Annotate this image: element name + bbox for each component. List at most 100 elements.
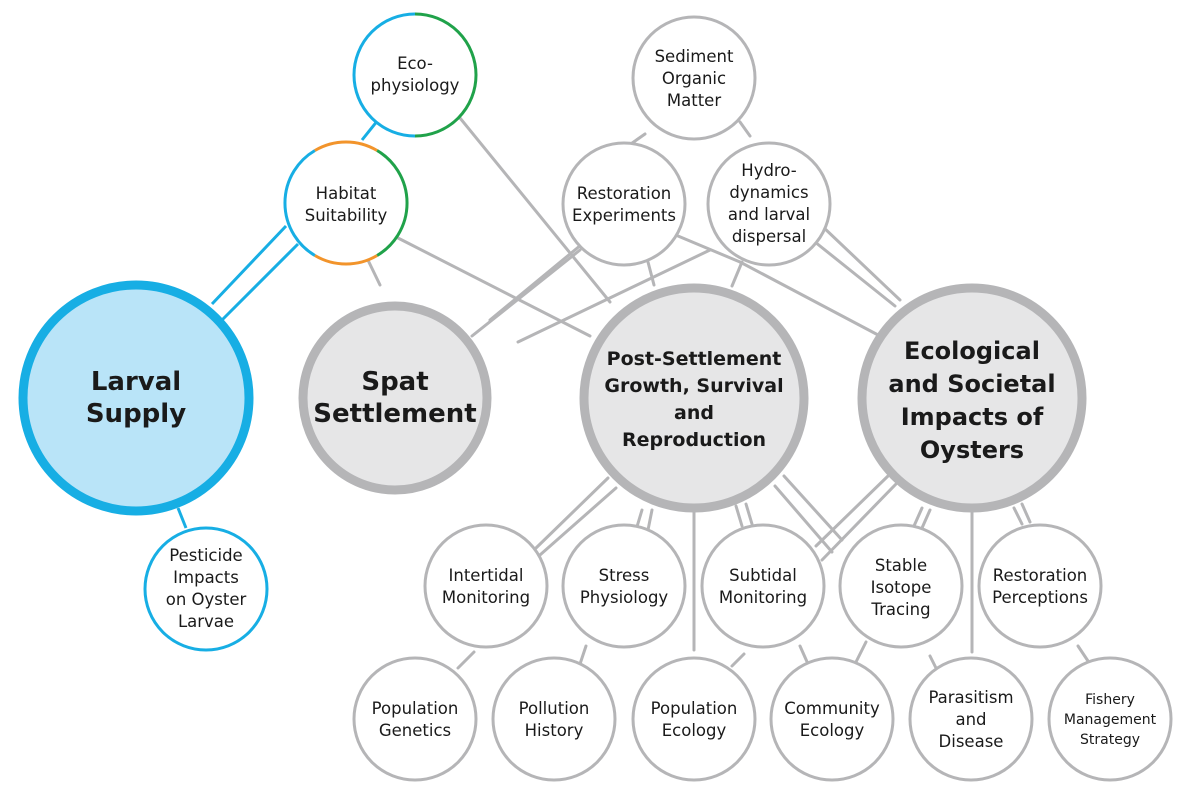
ecological-impacts-circle <box>857 283 1087 513</box>
population-genetics-label-line: Population <box>371 699 459 718</box>
population-ecology-label-line: Ecology <box>661 721 727 740</box>
habitat-ring-green <box>376 149 409 257</box>
sediment-label-line: Matter <box>666 91 722 110</box>
population-genetics-label-line: Genetics <box>378 721 452 740</box>
community-ecology-label-line: Community <box>784 699 880 718</box>
hydrodynamics-label-line: and larval <box>727 205 811 224</box>
intertidal-circle <box>423 523 549 649</box>
habitat-ring-orange-top <box>314 140 378 152</box>
post-settlement-label-line: Growth, Survival <box>604 375 784 397</box>
hydrodynamics-circle <box>706 141 832 267</box>
habitat-suitability-label-line: Habitat <box>315 184 377 203</box>
sediment-circle <box>631 15 757 141</box>
ecological-impacts-label-line: Ecological <box>904 337 1040 365</box>
subtidal-circle <box>700 523 826 649</box>
larval-supply-label-line: Supply <box>85 399 187 429</box>
spat-settlement-label-line: Spat <box>361 367 429 397</box>
fishery-circle <box>1047 656 1173 782</box>
habitat-ring-orange-bottom <box>314 254 378 266</box>
intertidal-label-line: Intertidal <box>448 566 524 585</box>
stable-isotope-label-line: Isotope <box>870 578 932 597</box>
restoration-perceptions-circle <box>977 523 1103 649</box>
ecological-impacts-label-line: Oysters <box>919 436 1025 464</box>
community-ecology-circle <box>769 656 895 782</box>
population-genetics-circle <box>352 656 478 782</box>
hydrodynamics-label-line: dispersal <box>731 227 807 246</box>
eco-physiology-ring-green <box>414 12 478 138</box>
pollution-history-circle <box>491 656 617 782</box>
minor-nodes <box>352 15 1173 782</box>
parasitism-circle <box>908 656 1034 782</box>
fishery-label-line: Management <box>1063 712 1157 728</box>
major-nodes <box>18 280 1087 516</box>
restoration-experiments-label-line: Experiments <box>572 206 676 225</box>
restoration-experiments-label-line: Restoration <box>576 184 672 203</box>
post-settlement-circle <box>579 283 809 513</box>
sediment-label-line: Organic <box>661 69 727 88</box>
post-settlement-label-line: Reproduction <box>621 429 767 451</box>
spat-settlement-label-line: Settlement <box>313 399 477 429</box>
community-ecology-label-line: Ecology <box>799 721 865 740</box>
colored-nodes <box>143 12 478 652</box>
restoration-experiments-circle <box>561 141 687 267</box>
stable-isotope-circle <box>838 523 964 649</box>
pesticide-label-line: Impacts <box>173 568 239 587</box>
stable-isotope-label-line: Stable <box>874 556 928 575</box>
population-ecology-label-line: Population <box>650 699 738 718</box>
pesticide-label-line: Larvae <box>177 612 235 631</box>
eco-physiology-label: Eco-physiology <box>360 50 470 100</box>
ecological-impacts-label-line: Impacts of <box>900 403 1044 431</box>
pesticide-label-line: on Oyster <box>165 590 247 609</box>
larval-supply-circle <box>18 280 254 516</box>
stress-physiology-label-line: Physiology <box>579 588 669 607</box>
hydrodynamics-label: Hydro-dynamics and larval dispersal <box>709 158 829 250</box>
ecological-impacts-label-line: and Societal <box>888 370 1056 398</box>
eco-physiology-label-line: Eco- <box>397 54 433 73</box>
sediment-label-line: Sediment <box>654 47 734 66</box>
subtidal-label-line: Subtidal <box>729 566 797 585</box>
hydrodynamics-label-line: dynamics <box>729 183 809 202</box>
parasitism-label-line: and <box>955 710 987 729</box>
restoration-perceptions-label-line: Perceptions <box>992 588 1088 607</box>
pollution-history-label-line: History <box>524 721 584 740</box>
pollution-history-label-line: Pollution <box>518 699 590 718</box>
habitat-suitability-label-line: Suitability <box>304 206 388 225</box>
stress-physiology-circle <box>561 523 687 649</box>
connector-lines <box>364 116 1092 670</box>
fishery-label-line: Fishery <box>1085 692 1135 708</box>
eco-physiology-ring-blue <box>352 12 416 138</box>
spat-settlement-circle <box>298 301 492 495</box>
pesticide-circle <box>143 526 269 652</box>
hydrodynamics-label-line: Hydro- <box>741 161 797 180</box>
stress-physiology-label-line: Stress <box>598 566 650 585</box>
parasitism-label-line: Parasitism <box>928 688 1014 707</box>
intertidal-label-line: Monitoring <box>441 588 531 607</box>
subtidal-label-line: Monitoring <box>718 588 808 607</box>
larval-supply-label-line: Larval <box>90 367 182 397</box>
stable-isotope-label-line: Tracing <box>871 600 931 619</box>
habitat-ring-blue <box>283 149 316 257</box>
post-settlement-label-line: and <box>674 402 714 424</box>
